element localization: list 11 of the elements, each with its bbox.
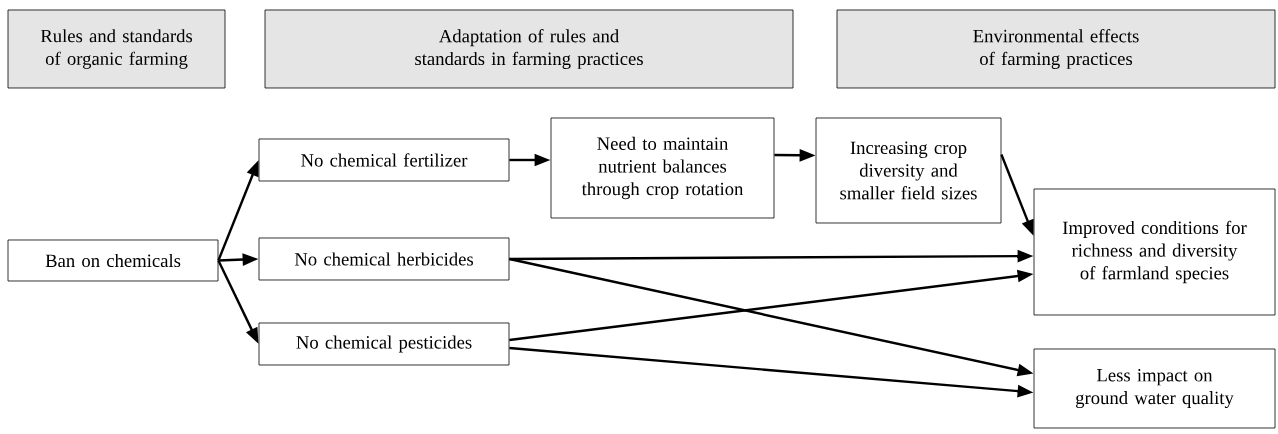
process-box: Ban on chemicals (7, 239, 219, 282)
column-header: Environmental effects of farming practices (836, 9, 1276, 89)
process-box: Less impact on ground water quality (1033, 348, 1276, 429)
process-box: No chemical fertilizer (258, 138, 510, 182)
process-box: Improved conditions for richness and diversity of farmland species (1033, 188, 1276, 316)
process-box: Need to maintain nutrient balances through crop rotation (550, 117, 775, 219)
process-box: No chemical pesticides (258, 322, 510, 366)
column-header: Rules and standards of organic farming (7, 9, 226, 89)
process-box: No chemical herbicides (258, 237, 510, 281)
column-header: Adaptation of rules and standards in farming practices (264, 9, 794, 89)
process-box: Increasing crop diversity and smaller field sizes (815, 117, 1002, 224)
